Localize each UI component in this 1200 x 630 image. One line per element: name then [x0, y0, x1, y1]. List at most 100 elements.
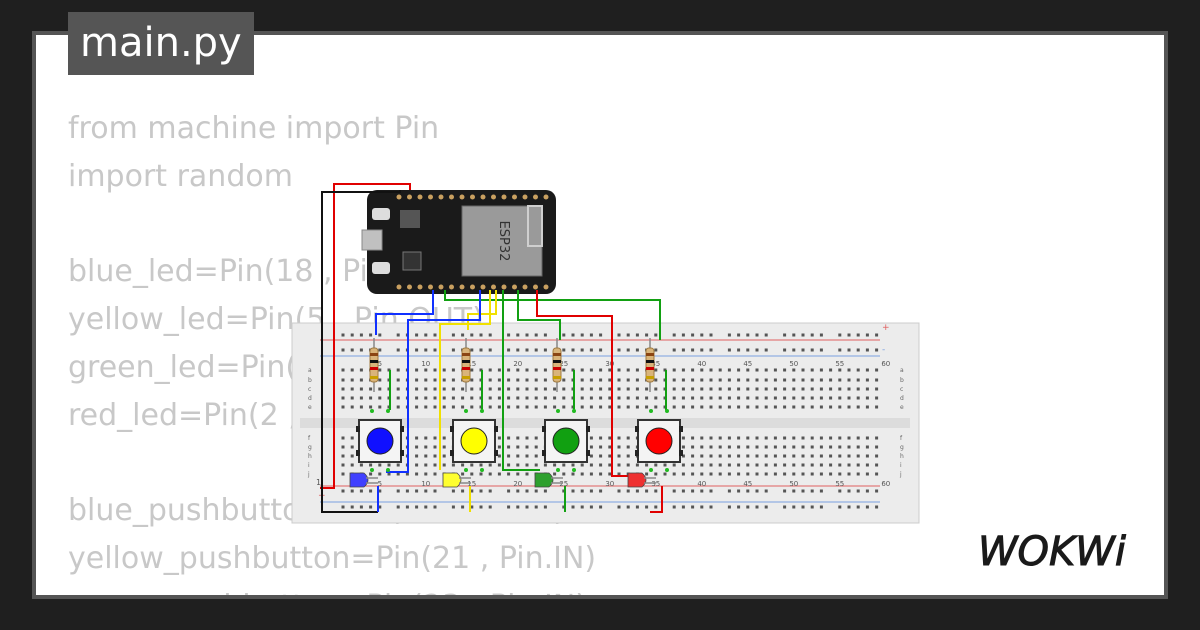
- header-pin: [428, 194, 433, 200]
- svg-text:WOKWi: WOKWi: [978, 529, 1126, 575]
- column-number: 25: [559, 360, 568, 368]
- resistor[interactable]: [645, 347, 655, 383]
- row-letter: j: [307, 471, 310, 478]
- column-number: 20: [513, 360, 522, 368]
- header-pin: [543, 284, 549, 290]
- header-pin: [407, 284, 412, 290]
- red-led[interactable]: [627, 472, 656, 488]
- column-number: 55: [835, 480, 844, 488]
- header-pin: [449, 284, 454, 290]
- header-pin: [522, 194, 528, 200]
- yellow-led[interactable]: [442, 472, 471, 488]
- red-pushbutton[interactable]: [635, 409, 683, 472]
- column-number: 60: [881, 360, 890, 368]
- row-letter: e: [900, 404, 904, 411]
- header-pin: [533, 284, 538, 290]
- rail-minus-label: -: [882, 345, 885, 355]
- column-one-label: 1: [316, 478, 321, 487]
- header-pin: [491, 284, 496, 290]
- header-pin: [491, 194, 496, 200]
- column-number: 20: [513, 480, 522, 488]
- column-number: 60: [881, 480, 890, 488]
- code-line: yellow_pushbutton=Pin(21 , Pin.IN): [68, 541, 597, 577]
- wokwi-logo-mark: WOKWi: [978, 529, 1127, 576]
- column-number: 50: [789, 360, 798, 368]
- header-pin: [480, 194, 486, 200]
- code-line: import random: [68, 158, 293, 194]
- column-number: 45: [743, 360, 752, 368]
- column-number: 25: [559, 480, 568, 488]
- rail-plus-label: +: [882, 323, 890, 333]
- resistor[interactable]: [552, 347, 562, 383]
- resistor[interactable]: [461, 347, 471, 383]
- chip-label: ESP32: [496, 221, 511, 262]
- blue-pushbutton[interactable]: [356, 409, 404, 472]
- column-number: 15: [467, 360, 476, 368]
- header-pin: [438, 194, 444, 200]
- row-letter: d: [900, 395, 904, 402]
- header-pin: [396, 284, 402, 290]
- header-pin: [396, 194, 402, 200]
- green-pushbutton[interactable]: [542, 409, 590, 472]
- row-letter: i: [900, 462, 902, 469]
- column-number: 10: [421, 360, 430, 368]
- row-letter: f: [900, 435, 903, 442]
- row-letter: a: [900, 367, 904, 374]
- header-pin: [501, 284, 507, 290]
- column-number: 15: [467, 480, 476, 488]
- column-number: 5: [378, 480, 382, 488]
- row-letter: e: [308, 404, 312, 411]
- header-pin: [512, 284, 517, 290]
- column-number: 5: [378, 360, 382, 368]
- header-pin: [512, 194, 517, 200]
- column-number: 40: [697, 360, 706, 368]
- row-letter: b: [900, 377, 904, 384]
- header-pin: [459, 194, 465, 200]
- wires: [320, 183, 667, 513]
- header-pin: [459, 284, 465, 290]
- column-number: 45: [743, 480, 752, 488]
- column-number: 50: [789, 480, 798, 488]
- code-line: from machine import Pin: [68, 111, 440, 146]
- column-number: 35: [651, 480, 660, 488]
- row-letter: g: [900, 444, 904, 451]
- row-letter: f: [308, 435, 311, 442]
- header-pin: [470, 284, 475, 290]
- row-letter: d: [308, 395, 312, 402]
- column-number: 10: [421, 480, 430, 488]
- row-letter: a: [308, 367, 312, 374]
- header-pin: [417, 194, 423, 200]
- header-pin: [543, 194, 549, 200]
- header-pin: [501, 194, 507, 200]
- header-pin: [449, 194, 454, 200]
- header-pin: [417, 284, 423, 290]
- column-number: 40: [697, 480, 706, 488]
- header-pin: [522, 284, 528, 290]
- column-number: 35: [651, 360, 660, 368]
- usb-port: [361, 229, 383, 251]
- code-line: green_pushbutton=Pin(23 , Pin.IN): [68, 583, 596, 595]
- yellow-pushbutton[interactable]: [450, 409, 498, 472]
- row-letter: j: [899, 471, 902, 478]
- row-letter: c: [900, 386, 903, 393]
- row-letter: g: [308, 444, 312, 451]
- column-number: 30: [605, 360, 614, 368]
- file-tab[interactable]: main.py: [68, 12, 254, 75]
- row-letter: h: [900, 453, 904, 460]
- wokwi-logo: WOKWi: [975, 525, 1155, 584]
- resistor[interactable]: [369, 347, 379, 383]
- header-pin: [480, 284, 486, 290]
- header-pin: [533, 194, 538, 200]
- blue-led[interactable]: [349, 472, 378, 488]
- resistors: [369, 338, 655, 392]
- header-pin: [470, 194, 475, 200]
- green-led[interactable]: [534, 472, 563, 488]
- esp32-board: ESP32: [361, 190, 556, 294]
- row-letter: h: [308, 453, 312, 460]
- column-number: 30: [605, 480, 614, 488]
- row-letter: b: [308, 377, 312, 384]
- column-number: 55: [835, 360, 844, 368]
- row-letter: c: [308, 386, 311, 393]
